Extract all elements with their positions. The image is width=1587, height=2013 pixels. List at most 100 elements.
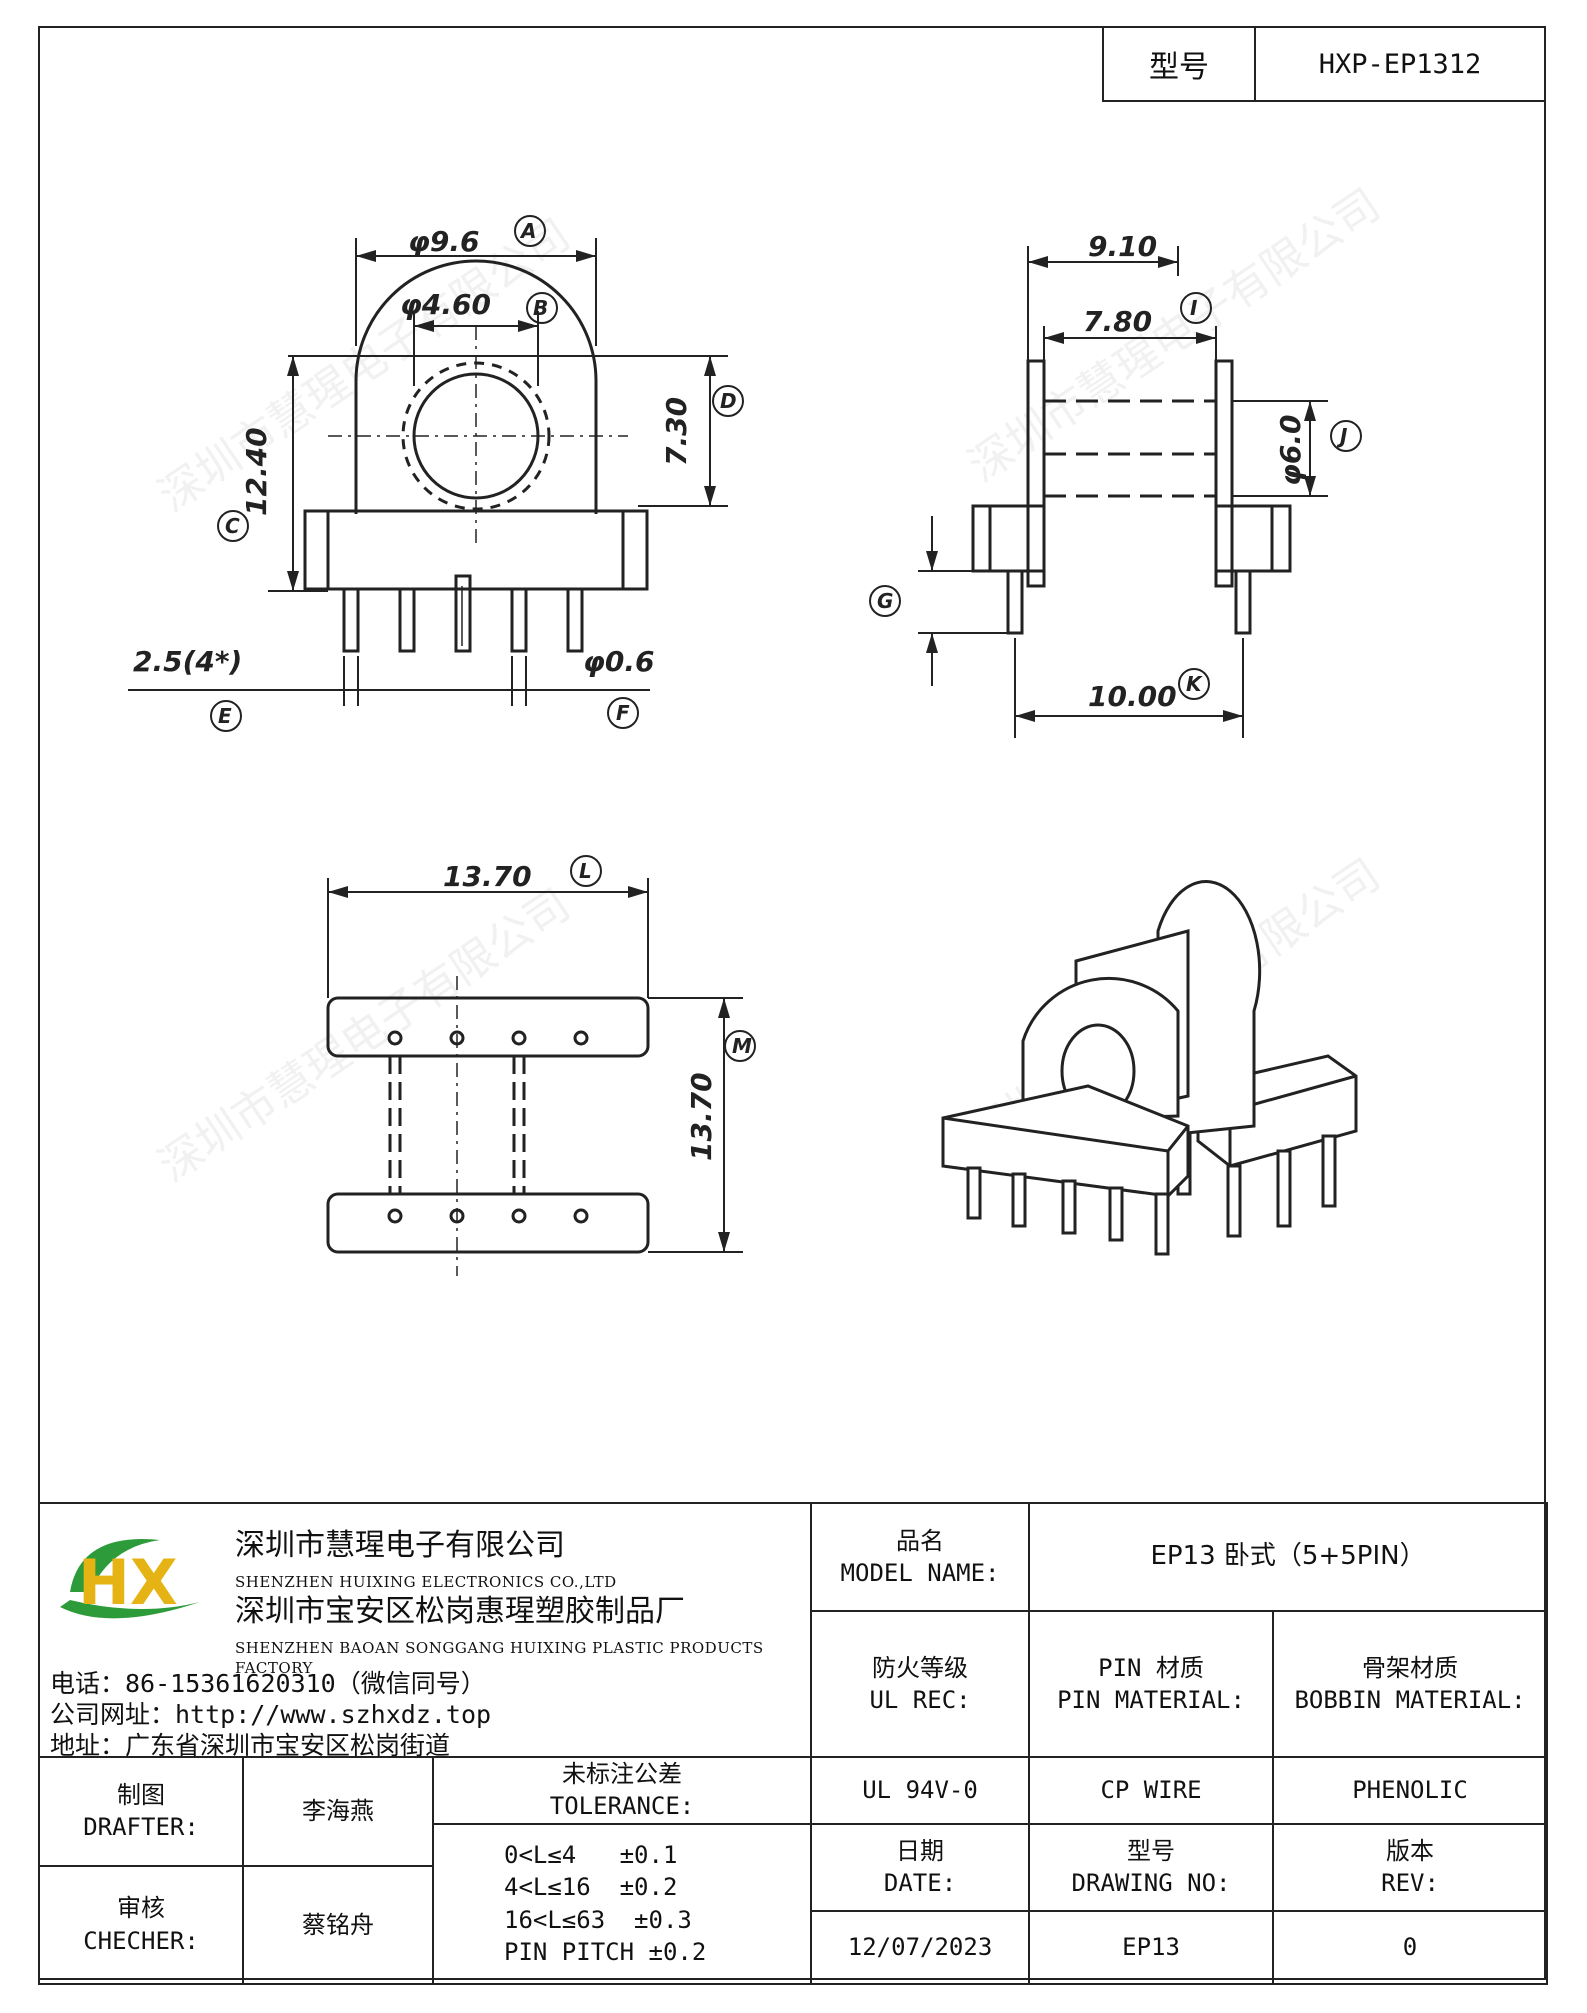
side-view-dims xyxy=(918,246,1328,738)
logo-swoosh-icon xyxy=(70,1539,160,1592)
svg-text:L: L xyxy=(579,859,592,883)
pin-material-label-cn: PIN 材质 xyxy=(1098,1653,1204,1682)
model-value: HXP-EP1312 xyxy=(1318,48,1482,80)
company-website[interactable]: 公司网址：http://www.szhxdz.top xyxy=(50,1700,492,1729)
company-phone: 电话：86-15361620310（微信同号） xyxy=(50,1669,486,1698)
drawing-no-label-en: DRAWING NO: xyxy=(1071,1869,1231,1898)
tolerance-line-4: PIN PITCH ±0.2 xyxy=(504,1938,707,1967)
model-value-cell: HXP-EP1312 xyxy=(1254,26,1546,102)
dim-i-label: 9.10 xyxy=(1088,230,1157,263)
front-view xyxy=(303,259,649,653)
bobbin-material-value-cell: PHENOLIC xyxy=(1272,1756,1549,1825)
checker-value: 蔡铭舟 xyxy=(302,1910,374,1939)
front-base-block xyxy=(303,509,649,591)
model-label: 型号 xyxy=(1149,50,1209,85)
svg-text:J: J xyxy=(1336,424,1348,448)
svg-text:M: M xyxy=(732,1034,752,1058)
checker-label-cell: 审核 CHECHER: xyxy=(38,1864,244,1985)
drawing-no-label-cell: 型号 DRAWING NO: xyxy=(1028,1822,1275,1912)
dim-d-label: 7.30 xyxy=(660,397,693,466)
dim-b-label: φ4.60 xyxy=(400,288,491,321)
model-name-label-cell: 品名 MODEL NAME: xyxy=(810,1502,1031,1612)
company-address: 地址：广东省深圳市宝安区松岗街道 xyxy=(50,1731,451,1760)
ul-value-cell: UL 94V-0 xyxy=(810,1756,1031,1825)
bobbin-material-label-cell: 骨架材质 BOBBIN MATERIAL: xyxy=(1272,1610,1549,1758)
side-view-labels: 9.10 7.80 φ6.0 10.00 xyxy=(1083,230,1307,713)
tolerance-label-en: TOLERANCE: xyxy=(549,1792,695,1821)
svg-text:B: B xyxy=(533,296,548,320)
factory-name-en: SHENZHEN BAOAN SONGGANG HUIXING PLASTIC … xyxy=(235,1639,764,1678)
bobbin-material-value: PHENOLIC xyxy=(1352,1776,1468,1805)
logo-text: HX xyxy=(78,1546,178,1619)
bobbin-material-label-cn: 骨架材质 xyxy=(1362,1653,1459,1682)
top-view-tags: L M xyxy=(570,855,756,1062)
date-label-cn: 日期 xyxy=(896,1836,945,1865)
drafter-value-cell: 李海燕 xyxy=(242,1756,434,1867)
pin-material-label-en: PIN MATERIAL: xyxy=(1057,1686,1245,1714)
drafter-value: 李海燕 xyxy=(302,1797,374,1826)
drafter-label-cn: 制图 xyxy=(117,1781,165,1809)
company-name-en: SHENZHEN HUIXING ELECTRONICS CO.,LTD xyxy=(235,1573,617,1591)
date-value-cell: 12/07/2023 xyxy=(810,1909,1031,1985)
tolerance-label-cell: 未标注公差 TOLERANCE: xyxy=(431,1756,813,1825)
svg-text:C: C xyxy=(225,514,240,538)
rev-label-cell: 版本 REV: xyxy=(1272,1822,1549,1912)
drawing-no-value: EP13 xyxy=(1122,1933,1180,1962)
ul-value: UL 94V-0 xyxy=(862,1776,978,1805)
pin-material-label-cell: PIN 材质 PIN MATERIAL: xyxy=(1028,1610,1275,1758)
dim-e-label: 2.5(4*) xyxy=(133,645,242,678)
rev-label-cn: 版本 xyxy=(1386,1836,1435,1865)
tolerance-line-2: 4<L≤16 ±0.2 xyxy=(504,1873,678,1902)
isometric-view xyxy=(941,880,1358,1256)
model-label-cell: 型号 xyxy=(1102,26,1256,102)
factory-name-cn: 深圳市宝安区松岗惠瑆塑胶制品厂 xyxy=(235,1594,685,1629)
checker-value-cell: 蔡铭舟 xyxy=(242,1864,434,1985)
company-logo: HX xyxy=(60,1539,200,1619)
date-label-cell: 日期 DATE: xyxy=(810,1822,1031,1912)
side-view xyxy=(971,359,1292,635)
top-view-labels: 13.70 13.70 xyxy=(443,860,718,1161)
date-value: 12/07/2023 xyxy=(847,1933,993,1962)
ul-label-cell: 防火等级 UL REC: xyxy=(810,1610,1031,1758)
bobbin-material-label-en: BOBBIN MATERIAL: xyxy=(1294,1686,1526,1714)
front-view-tags: A B C D E F xyxy=(210,215,744,732)
dim-j-label: φ6.0 xyxy=(1274,414,1307,486)
svg-text:A: A xyxy=(519,219,536,243)
model-name-label-en: MODEL NAME: xyxy=(840,1559,1000,1587)
svg-text:D: D xyxy=(720,389,737,413)
tolerance-values-cell: 0<L≤4 ±0.1 4<L≤16 ±0.2 16<L≤63 ±0.3 PIN … xyxy=(431,1822,813,1985)
side-view-tags: I J G K xyxy=(869,292,1362,700)
drawing-no-label-cn: 型号 xyxy=(1127,1836,1176,1865)
technical-drawing: φ9.6 φ4.60 12.40 7.30 2.5(4*) φ0.6 A B C… xyxy=(128,215,1362,1276)
svg-text:K: K xyxy=(1186,672,1203,696)
dim-i2-label: 7.80 xyxy=(1083,305,1152,338)
drawing-no-value-cell: EP13 xyxy=(1028,1909,1275,1985)
dim-l-label: 13.70 xyxy=(443,860,532,893)
svg-text:I: I xyxy=(1190,296,1198,320)
ul-label-en: UL REC: xyxy=(869,1686,971,1714)
front-view-dims xyxy=(128,238,728,706)
dim-c-label: 12.40 xyxy=(240,427,273,516)
tolerance-line-1: 0<L≤4 ±0.1 xyxy=(504,1841,678,1869)
front-view-labels: φ9.6 φ4.60 12.40 7.30 2.5(4*) φ0.6 xyxy=(133,225,693,678)
rev-label-en: REV: xyxy=(1381,1869,1439,1898)
pin-material-value: CP WIRE xyxy=(1100,1776,1202,1805)
checker-label-en: CHECHER: xyxy=(83,1926,199,1955)
model-name-value: EP13 卧式（5+5PIN） xyxy=(1150,1541,1426,1572)
dim-k-label: 10.00 xyxy=(1088,680,1177,713)
company-info-cell: HX 深圳市慧瑆电子有限公司 SHENZHEN HUIXING ELECTRON… xyxy=(37,1502,813,1760)
ul-label-cn: 防火等级 xyxy=(872,1653,969,1682)
dim-m-label: 13.70 xyxy=(685,1072,718,1161)
model-name-label-cn: 品名 xyxy=(896,1526,945,1555)
rev-value-cell: 0 xyxy=(1272,1909,1549,1985)
tolerance-line-3: 16<L≤63 ±0.3 xyxy=(504,1905,692,1934)
dim-f-label: φ0.6 xyxy=(583,645,655,678)
checker-label-cn: 审核 xyxy=(117,1894,165,1923)
drafter-label-en: DRAFTER: xyxy=(83,1813,199,1842)
svg-text:E: E xyxy=(218,704,232,728)
dim-a-label: φ9.6 xyxy=(408,225,480,258)
company-name-cn: 深圳市慧瑆电子有限公司 xyxy=(235,1528,565,1563)
tolerance-label-cn: 未标注公差 xyxy=(562,1760,683,1788)
title-block: HX 深圳市慧瑆电子有限公司 SHENZHEN HUIXING ELECTRON… xyxy=(37,1502,1549,1985)
top-view-dims xyxy=(327,878,743,1253)
